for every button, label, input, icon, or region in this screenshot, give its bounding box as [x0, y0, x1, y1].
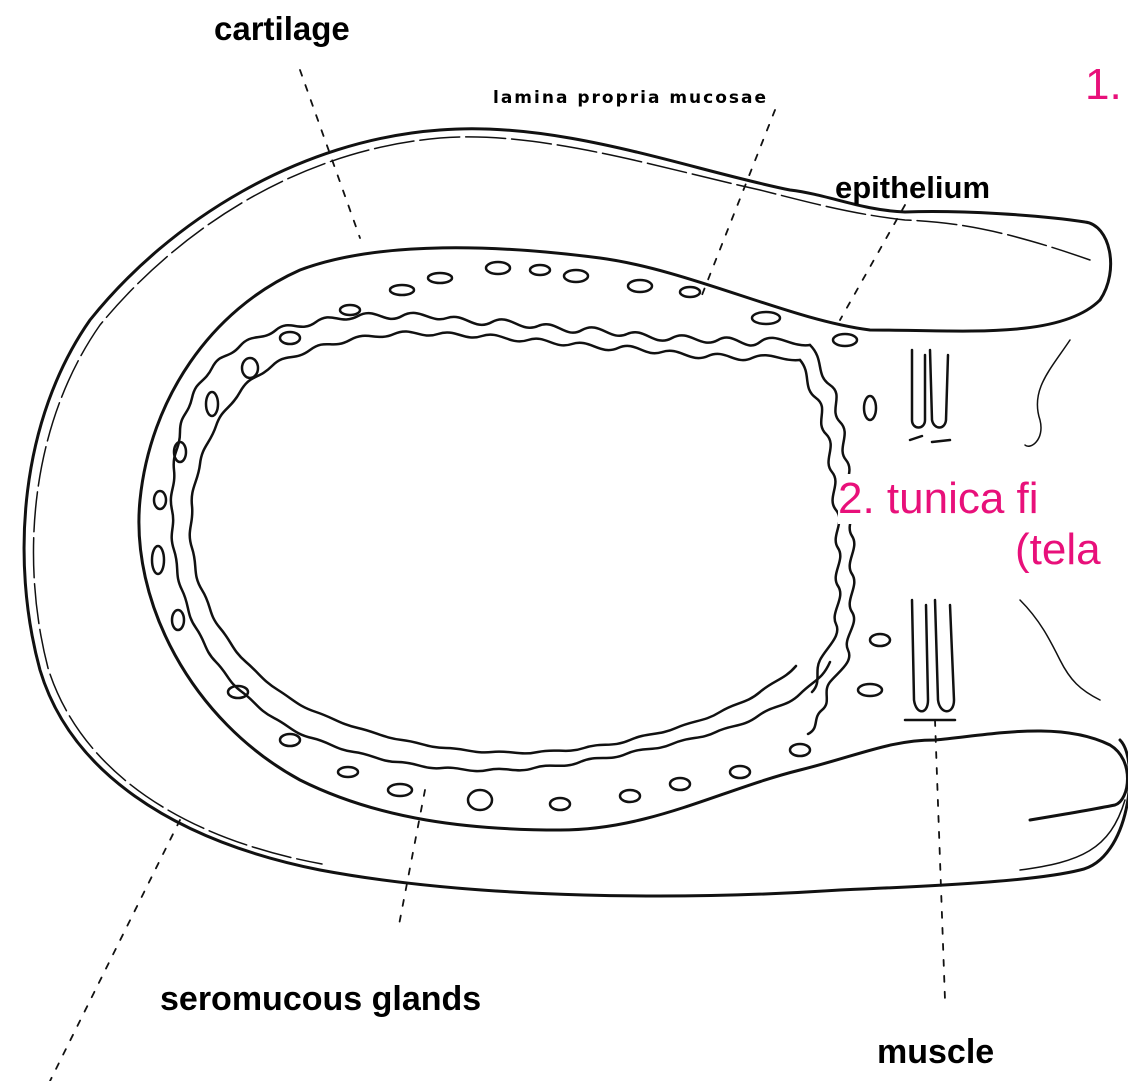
layer-heading-1: 1. [1085, 60, 1122, 110]
leader-seromucous-glands [398, 790, 425, 930]
cartilage-inner-contour [139, 248, 1128, 830]
mucosa-inner-wavy-line [190, 331, 800, 753]
leader-muscle [935, 720, 945, 1000]
leader-outer-lower [50, 820, 180, 1081]
adventitia-strand-lower [1020, 600, 1100, 700]
label-muscle: muscle [877, 1033, 994, 1072]
layer-heading-2-line2: (tela [1015, 525, 1121, 575]
label-lamina-propria: lamina propria mucosae [493, 88, 768, 108]
adventitia-strand-upper [1025, 340, 1070, 446]
label-epithelium: epithelium [835, 170, 990, 206]
leader-lines [50, 70, 945, 1081]
trachealis-muscle-group [905, 350, 955, 720]
mucosa-outer-wavy-line [171, 313, 830, 771]
leader-epithelium [840, 205, 905, 320]
label-cartilage: cartilage [214, 10, 350, 48]
label-seromucous-glands: seromucous glands [160, 980, 481, 1019]
leader-lamina-propria [700, 110, 775, 300]
leader-cartilage [300, 70, 360, 238]
cartilage-outer-lower-shadow [1020, 800, 1125, 870]
mucosa-right-edge [808, 345, 854, 734]
seromucous-glands-group [152, 262, 890, 810]
layer-heading-2-line1: 2. tunica fi [838, 474, 1059, 524]
